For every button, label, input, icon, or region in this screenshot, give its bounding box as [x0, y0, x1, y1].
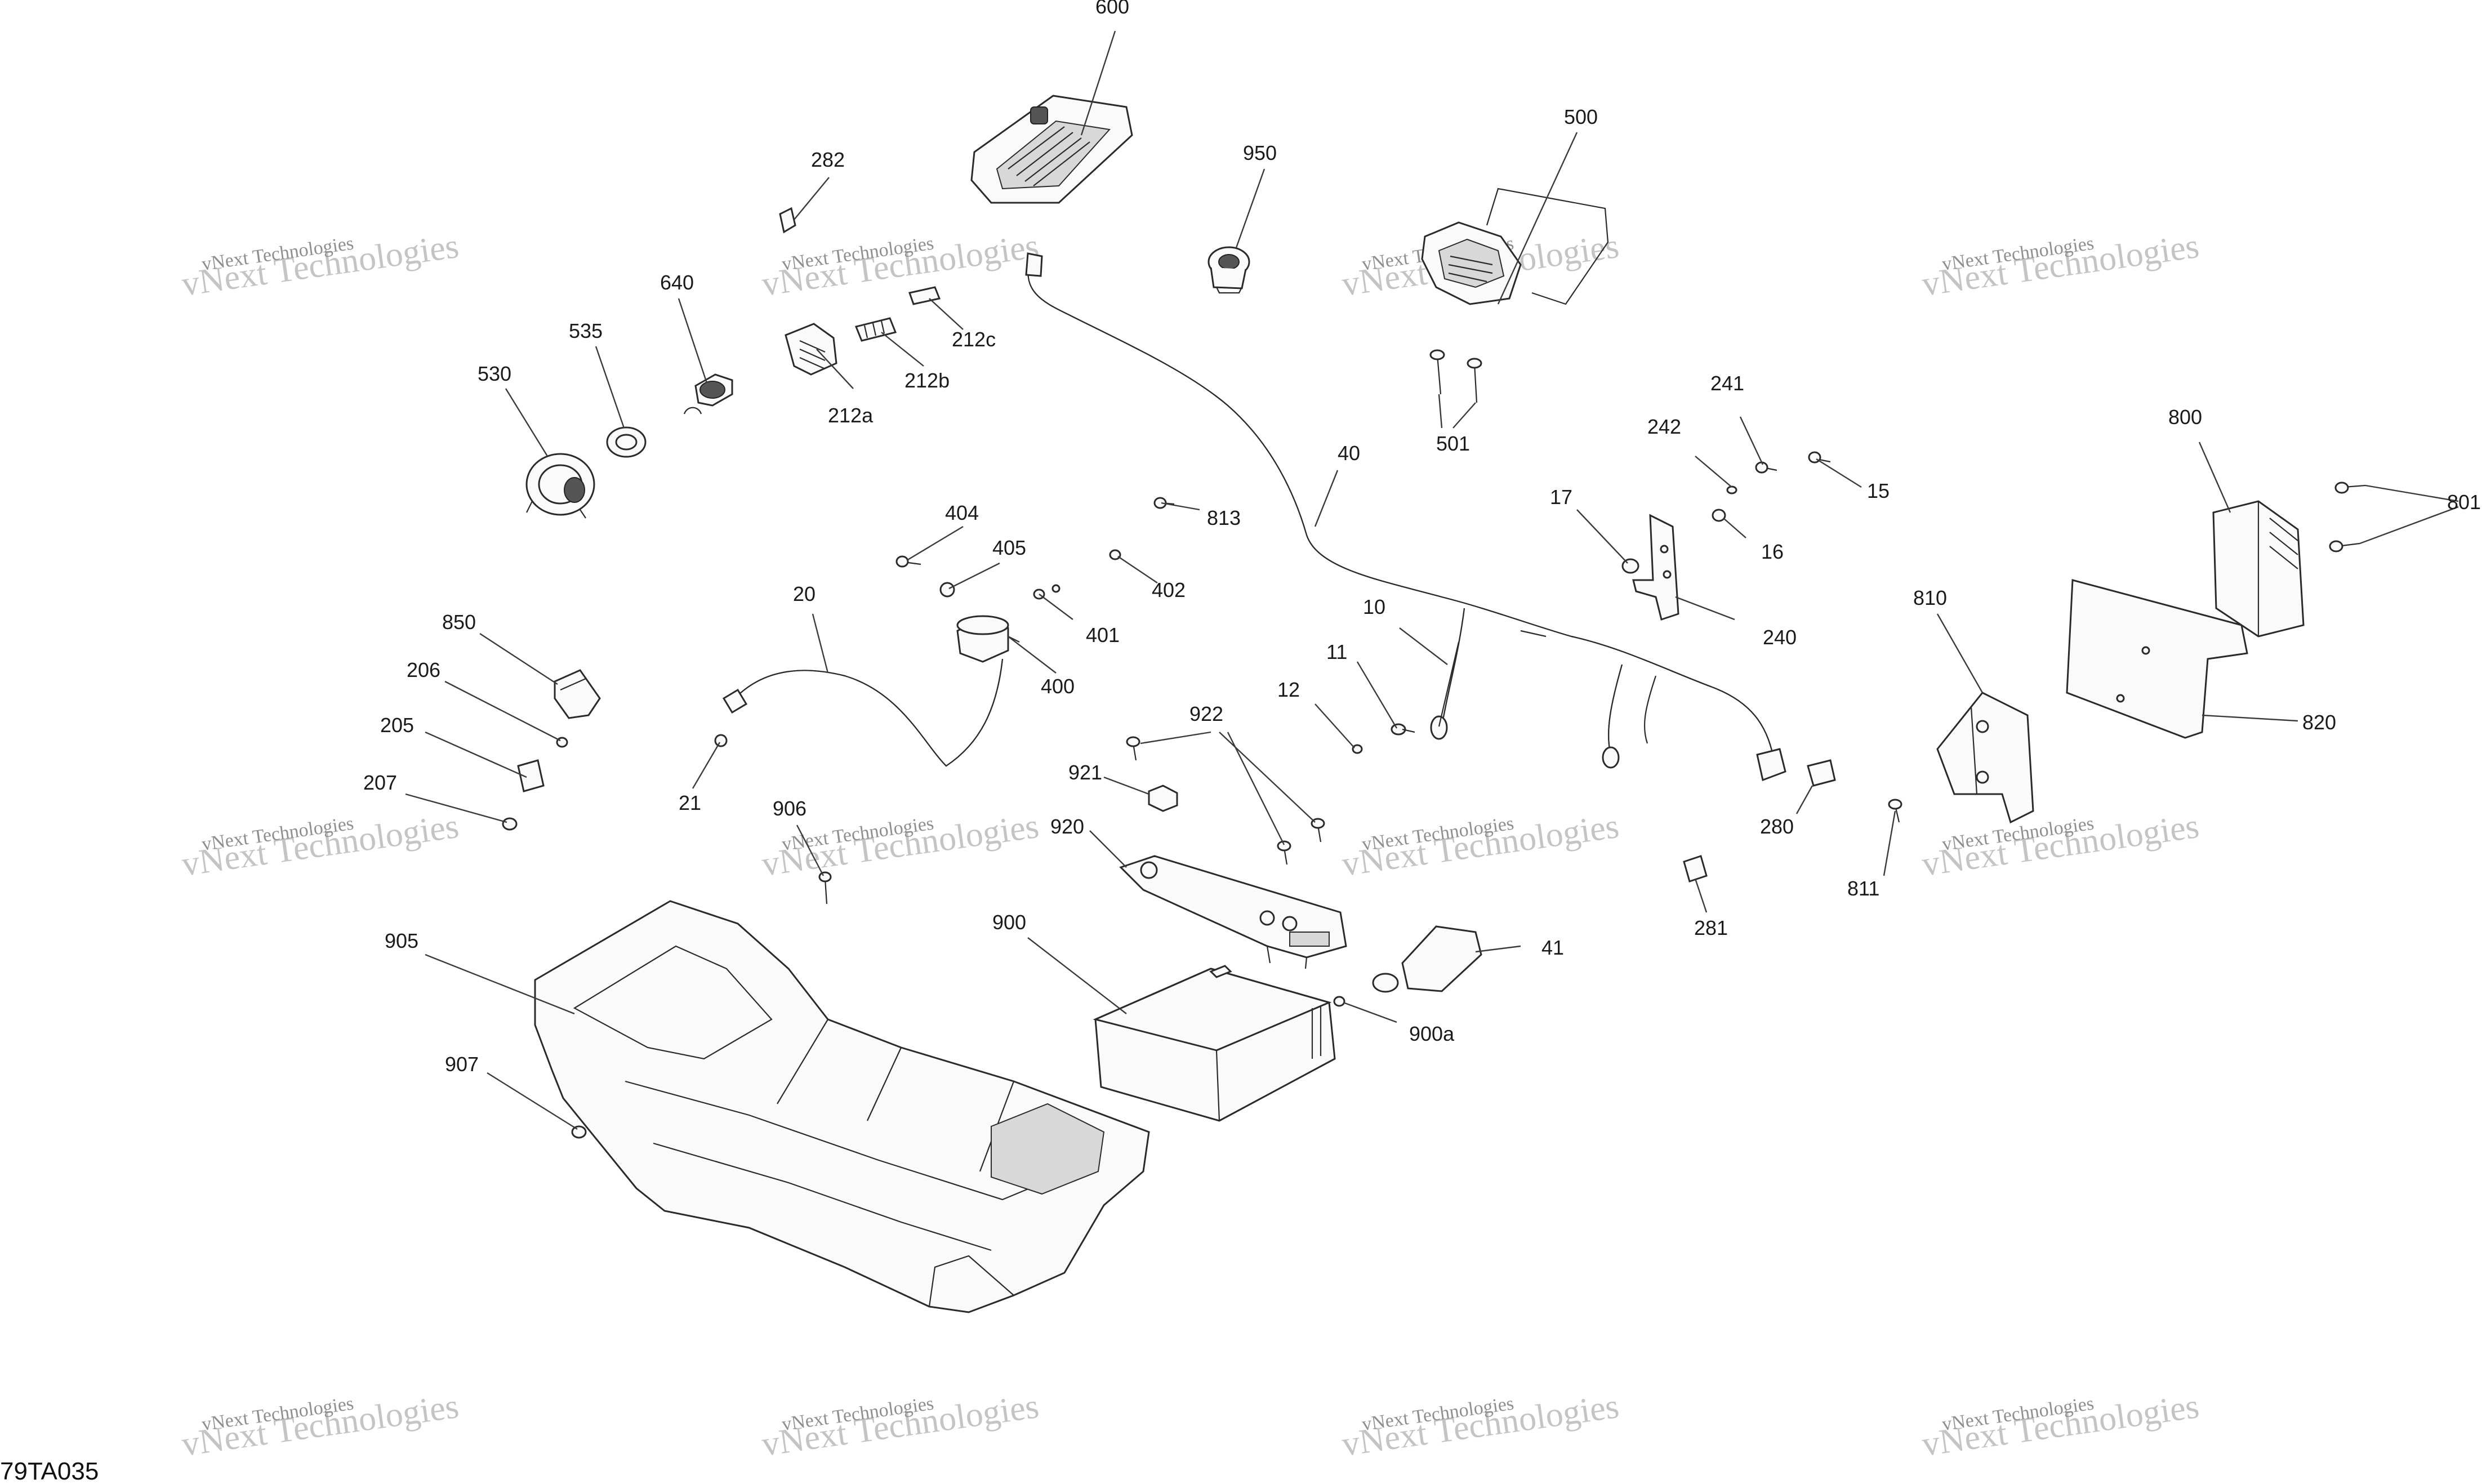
part-907-clip — [571, 1125, 587, 1139]
watermark: vNext Technologies vNext Technologies — [759, 1387, 1041, 1464]
part-10-ground-strap — [1352, 641, 1460, 754]
watermark: vNext Technologies vNext Technologies — [179, 1387, 461, 1464]
part-41-terminal-cover — [1372, 925, 1482, 993]
diagram-reference-code: 79TA035 — [0, 1458, 99, 1484]
part-820-shield — [2066, 579, 2248, 739]
callout-500: 500 — [1564, 105, 1598, 128]
part-212-connectors — [785, 286, 941, 376]
callout-17: 17 — [1550, 485, 1572, 509]
callout-281: 281 — [1694, 916, 1728, 939]
callout-205: 205 — [380, 714, 414, 737]
callout-400: 400 — [1041, 675, 1075, 698]
callout-16: 16 — [1761, 540, 1784, 563]
callout-402: 402 — [1152, 578, 1186, 601]
callout-813: 813 — [1207, 506, 1241, 529]
callout-405: 405 — [992, 536, 1026, 559]
watermark: vNext Technologies vNext Technologies — [1339, 1387, 1621, 1464]
part-20-cable — [722, 658, 1004, 767]
watermark: vNext Technologies vNext Technologies — [1919, 1387, 2201, 1464]
callout-15: 15 — [1867, 479, 1890, 502]
part-920-hold-down — [1119, 855, 1347, 969]
callout-920: 920 — [1050, 815, 1084, 838]
part-205-206-207-hardware — [502, 734, 728, 831]
callout-40: 40 — [1338, 442, 1360, 465]
watermark: vNext Technologies vNext Technologies — [179, 807, 461, 884]
watermark: vNext Technologies vNext Technologies — [1919, 807, 2201, 884]
callout-900a: 900a — [1409, 1022, 1455, 1045]
callout-922: 922 — [1189, 702, 1223, 725]
callout-801: 801 — [2447, 491, 2481, 514]
callout-212b: 212b — [904, 369, 950, 392]
callout-907: 907 — [445, 1053, 479, 1076]
part-922-bolts — [1126, 736, 1325, 865]
part-900-battery — [1093, 965, 1336, 1122]
callout-11: 11 — [1326, 640, 1347, 663]
callout-535: 535 — [569, 319, 603, 342]
parts — [502, 95, 2366, 1313]
part-400-group-fasteners — [895, 549, 1121, 600]
callout-850: 850 — [442, 610, 476, 634]
callout-905: 905 — [385, 929, 418, 952]
callout-640: 640 — [660, 271, 694, 294]
part-240-bracket — [1621, 514, 1679, 621]
part-921-nut — [1148, 785, 1178, 812]
watermark: vNext Technologies vNext Technologies — [1919, 227, 2201, 304]
callout-820: 820 — [2302, 711, 2336, 734]
callout-810: 810 — [1913, 586, 1947, 609]
callout-41: 41 — [1541, 936, 1564, 959]
callout-280: 280 — [1760, 815, 1794, 838]
part-600-ecu-connector — [970, 95, 1133, 204]
callout-501: 501 — [1436, 432, 1470, 455]
callout-800: 800 — [2168, 405, 2202, 429]
callout-240: 240 — [1763, 626, 1797, 649]
watermark: vNext Technologies vNext Technologies — [179, 227, 461, 304]
callout-530: 530 — [478, 362, 511, 385]
callout-401: 401 — [1086, 623, 1120, 647]
watermark: vNext Technologies vNext Technologies — [1339, 807, 1621, 884]
part-400-solenoid — [956, 615, 1020, 663]
part-905-battery-tray — [534, 900, 1150, 1313]
callout-212c: 212c — [952, 328, 996, 351]
callout-labels: 600 282 950 500 640 535 530 212a 212b 21… — [363, 0, 2481, 1076]
callout-811: 811 — [1847, 877, 1879, 900]
part-40-main-harness — [1025, 252, 1786, 782]
part-850-relay — [554, 669, 601, 719]
part-501-bolts — [1429, 349, 1482, 403]
part-900a-screw — [1333, 996, 1345, 1007]
callout-600: 600 — [1095, 0, 1129, 18]
part-906-bolt — [818, 871, 832, 904]
part-800-module — [2212, 500, 2305, 638]
watermark: vNext Technologies vNext Technologies — [759, 227, 1041, 304]
part-500-harness-connector — [1421, 188, 1609, 305]
part-950-power-socket — [1207, 246, 1250, 294]
leader-lines — [405, 30, 2459, 1130]
watermarks: vNext Technologies vNext Technologies vN… — [179, 227, 2201, 1464]
callout-242: 242 — [1647, 415, 1681, 438]
part-280-281-clips — [1683, 759, 1836, 883]
callout-241: 241 — [1710, 372, 1744, 395]
callout-950: 950 — [1243, 141, 1277, 164]
callout-212a: 212a — [828, 404, 874, 427]
callout-282: 282 — [811, 148, 845, 171]
callout-921: 921 — [1068, 761, 1102, 784]
part-640-sensor — [683, 373, 733, 415]
part-801-bolts — [2329, 482, 2366, 552]
part-530-horn — [525, 453, 595, 519]
callout-207: 207 — [363, 771, 397, 794]
callout-20: 20 — [793, 582, 816, 605]
callout-906: 906 — [773, 797, 806, 820]
callout-404: 404 — [945, 501, 979, 524]
part-small-fasteners — [1153, 451, 1831, 522]
callout-12: 12 — [1277, 678, 1300, 701]
part-810-bracket — [1936, 692, 2034, 824]
part-535-ring — [606, 426, 647, 458]
callout-900: 900 — [992, 911, 1026, 934]
part-811-bolt — [1888, 799, 1902, 823]
callout-206: 206 — [407, 658, 440, 681]
callout-10: 10 — [1363, 595, 1385, 618]
callout-21: 21 — [679, 791, 701, 814]
part-282-clip — [779, 207, 796, 234]
